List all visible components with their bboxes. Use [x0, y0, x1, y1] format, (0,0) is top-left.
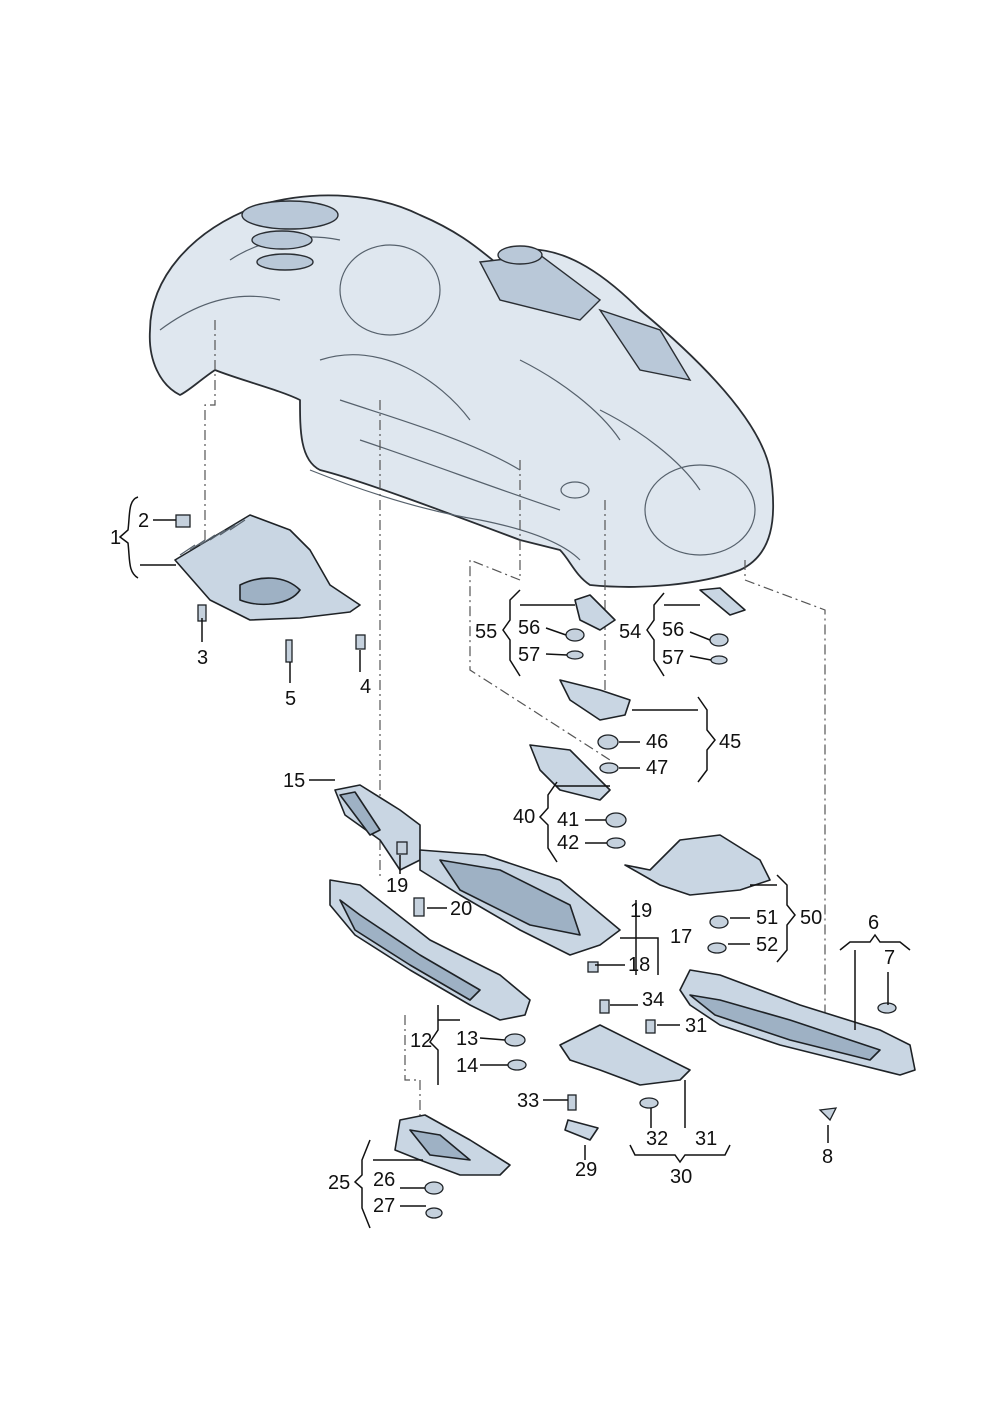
part-labels: 1 2 3 4 5 6 7 8 12 13 14 15 17 18 19 19 …	[110, 510, 895, 1217]
clip-icon	[877, 1002, 897, 1014]
rear-bumper-reinforcement-6	[679, 969, 916, 1122]
center-tunnel-shield-17	[419, 849, 621, 973]
clip-icon	[396, 841, 408, 855]
part-label: 6	[868, 912, 879, 934]
clip-icon	[175, 514, 191, 528]
part-label: 19	[630, 900, 652, 922]
nut-icon	[504, 1033, 526, 1047]
part-label: 41	[557, 809, 579, 831]
part-label: 46	[646, 731, 668, 753]
part-label: 51	[756, 907, 778, 929]
long-heat-shield-12	[329, 879, 531, 1071]
part-label: 20	[450, 898, 472, 920]
part-label: 55	[475, 621, 497, 643]
rivet-icon	[285, 639, 293, 663]
part-label: 4	[360, 676, 371, 698]
part-label: 3	[197, 647, 208, 669]
car-body-illustration	[148, 194, 775, 588]
part-label: 17	[670, 926, 692, 948]
part-label: 5	[285, 688, 296, 710]
part-label: 8	[822, 1146, 833, 1168]
part-label: 56	[662, 619, 684, 641]
part-label: 18	[628, 954, 650, 976]
heat-shield-30	[559, 999, 691, 1141]
part-label: 13	[456, 1028, 478, 1050]
front-underbody-panel	[174, 514, 366, 663]
washer-icon	[639, 1097, 659, 1109]
part-label: 57	[518, 644, 540, 666]
part-label: 56	[518, 617, 540, 639]
part-label: 32	[646, 1128, 668, 1150]
leader-lines	[118, 496, 911, 1229]
sleeve-icon	[599, 999, 610, 1014]
bolt-icon	[413, 897, 425, 917]
part-label: 27	[373, 1195, 395, 1217]
screw-icon	[355, 634, 366, 650]
part-label: 54	[619, 621, 641, 643]
screw-icon	[818, 1107, 838, 1122]
nut-icon	[424, 1181, 444, 1195]
part-label: 26	[373, 1169, 395, 1191]
part-label: 30	[670, 1166, 692, 1188]
bolt-icon	[567, 1094, 577, 1111]
part-label: 52	[756, 934, 778, 956]
part-label: 31	[685, 1015, 707, 1037]
part-label: 47	[646, 757, 668, 779]
part-label: 34	[642, 989, 664, 1011]
part-label: 12	[410, 1030, 432, 1052]
washer-icon	[425, 1207, 443, 1219]
part-label: 33	[517, 1090, 539, 1112]
part-label: 57	[662, 647, 684, 669]
heat-shield-50	[624, 834, 771, 954]
part-label: 31	[695, 1128, 717, 1150]
part-label: 1	[110, 527, 121, 549]
part-label: 19	[386, 875, 408, 897]
side-heat-shield-15	[334, 784, 421, 871]
part-label: 40	[513, 806, 535, 828]
part-label: 45	[719, 731, 741, 753]
clip-icon	[587, 961, 599, 973]
sleeve-icon	[645, 1019, 656, 1034]
part-label: 15	[283, 770, 305, 792]
part-label: 50	[800, 907, 822, 929]
part-label: 14	[456, 1055, 478, 1077]
part-label: 42	[557, 832, 579, 854]
washer-icon	[507, 1059, 527, 1071]
part-label: 25	[328, 1172, 350, 1194]
part-label: 2	[138, 510, 149, 532]
part-label: 29	[575, 1159, 597, 1181]
part-label: 7	[884, 947, 895, 969]
rear-heat-shield-25	[394, 1114, 511, 1219]
